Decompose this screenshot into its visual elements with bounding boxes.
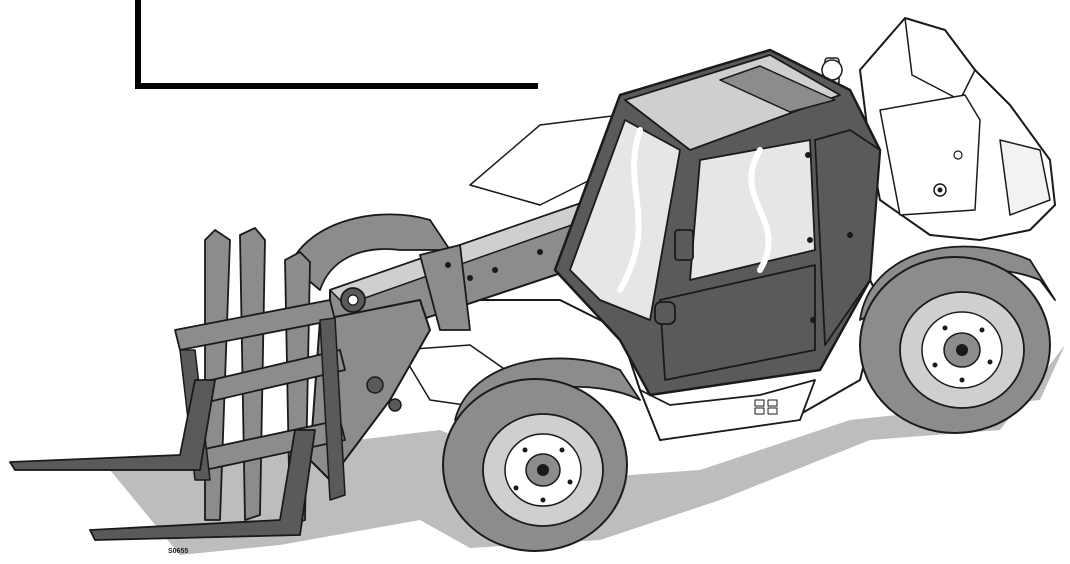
cab-side-window: [569, 119, 681, 321]
forks: [9, 379, 316, 541]
ground-shadow: [110, 345, 1065, 555]
callout-bracket: [135, 0, 538, 89]
front-wheel: [442, 357, 641, 552]
rear-wheel: [859, 245, 1056, 434]
figure-reference-code: S0655: [168, 548, 188, 555]
cab: [553, 48, 882, 397]
telehandler-illustration: [9, 17, 1056, 552]
